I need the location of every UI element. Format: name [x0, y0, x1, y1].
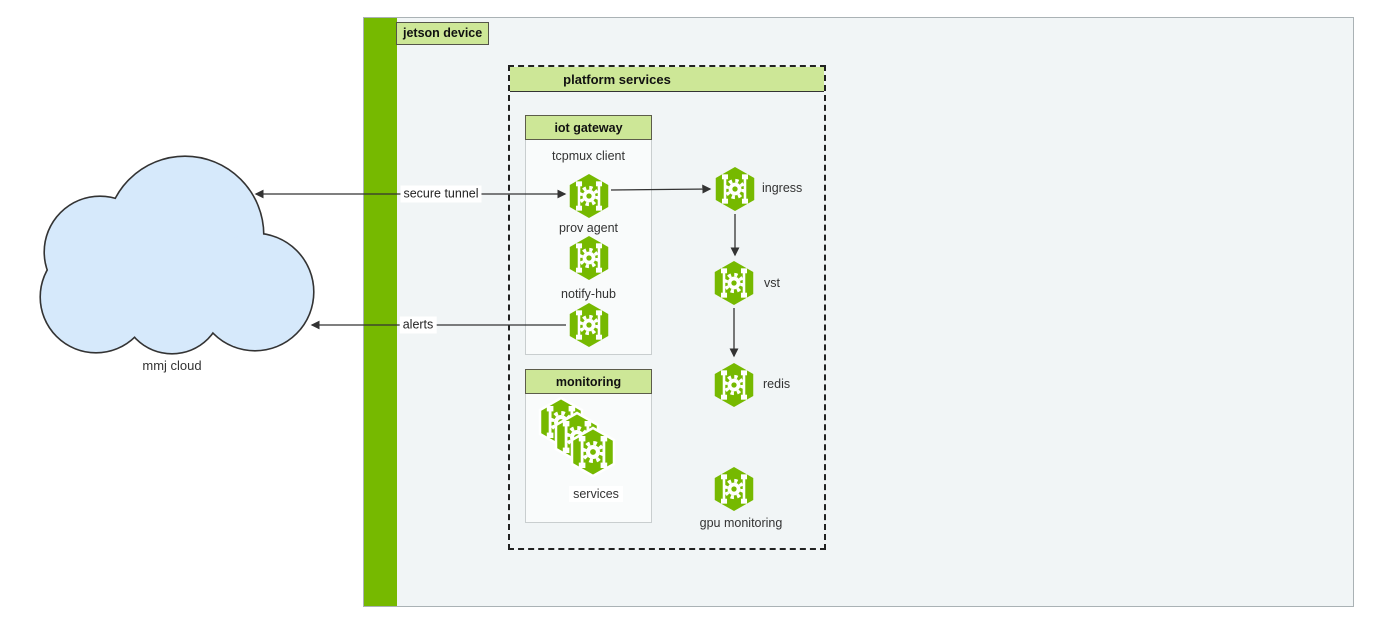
edge-label-secure-tunnel: secure tunnel: [400, 185, 482, 203]
node-label-ingress: ingress: [762, 181, 803, 195]
services-label-text: services: [569, 486, 623, 502]
tcpmux-client-microservice-hexagon-icon: [567, 172, 611, 220]
service-label-prov-agent: prov agent: [558, 221, 619, 235]
platform-services-cluster: platform services: [508, 65, 826, 550]
monitoring-header: monitoring: [525, 369, 652, 394]
node-label-gpu-monitoring: gpu monitoring: [699, 516, 783, 530]
node-label-redis: redis: [763, 377, 791, 391]
node-label-vst: vst: [764, 276, 780, 290]
prov-agent-microservice-hexagon-icon: [567, 234, 611, 282]
notify-hub-microservice-hexagon-icon: [567, 301, 611, 349]
jetson-accent-strip: [364, 18, 397, 606]
jetson-device-label: jetson device: [396, 22, 490, 45]
iot-gateway-header: iot gateway: [525, 115, 652, 140]
service-label-tcpmux-client: tcpmux client: [552, 149, 625, 163]
service-label-notify-hub: notify-hub: [561, 287, 616, 301]
stacked-services-hexagon-icon: [537, 396, 617, 482]
gpu-monitoring-microservice-hexagon-icon: [712, 465, 756, 513]
ingress-microservice-hexagon-icon: [713, 165, 757, 213]
edge-label-alerts: alerts: [399, 316, 437, 334]
platform-services-header: platform services: [510, 67, 824, 92]
vst-microservice-hexagon-icon: [712, 259, 756, 307]
services-label: services: [525, 486, 667, 502]
redis-microservice-hexagon-icon: [712, 361, 756, 409]
cloud-label: mmj cloud: [142, 358, 202, 373]
